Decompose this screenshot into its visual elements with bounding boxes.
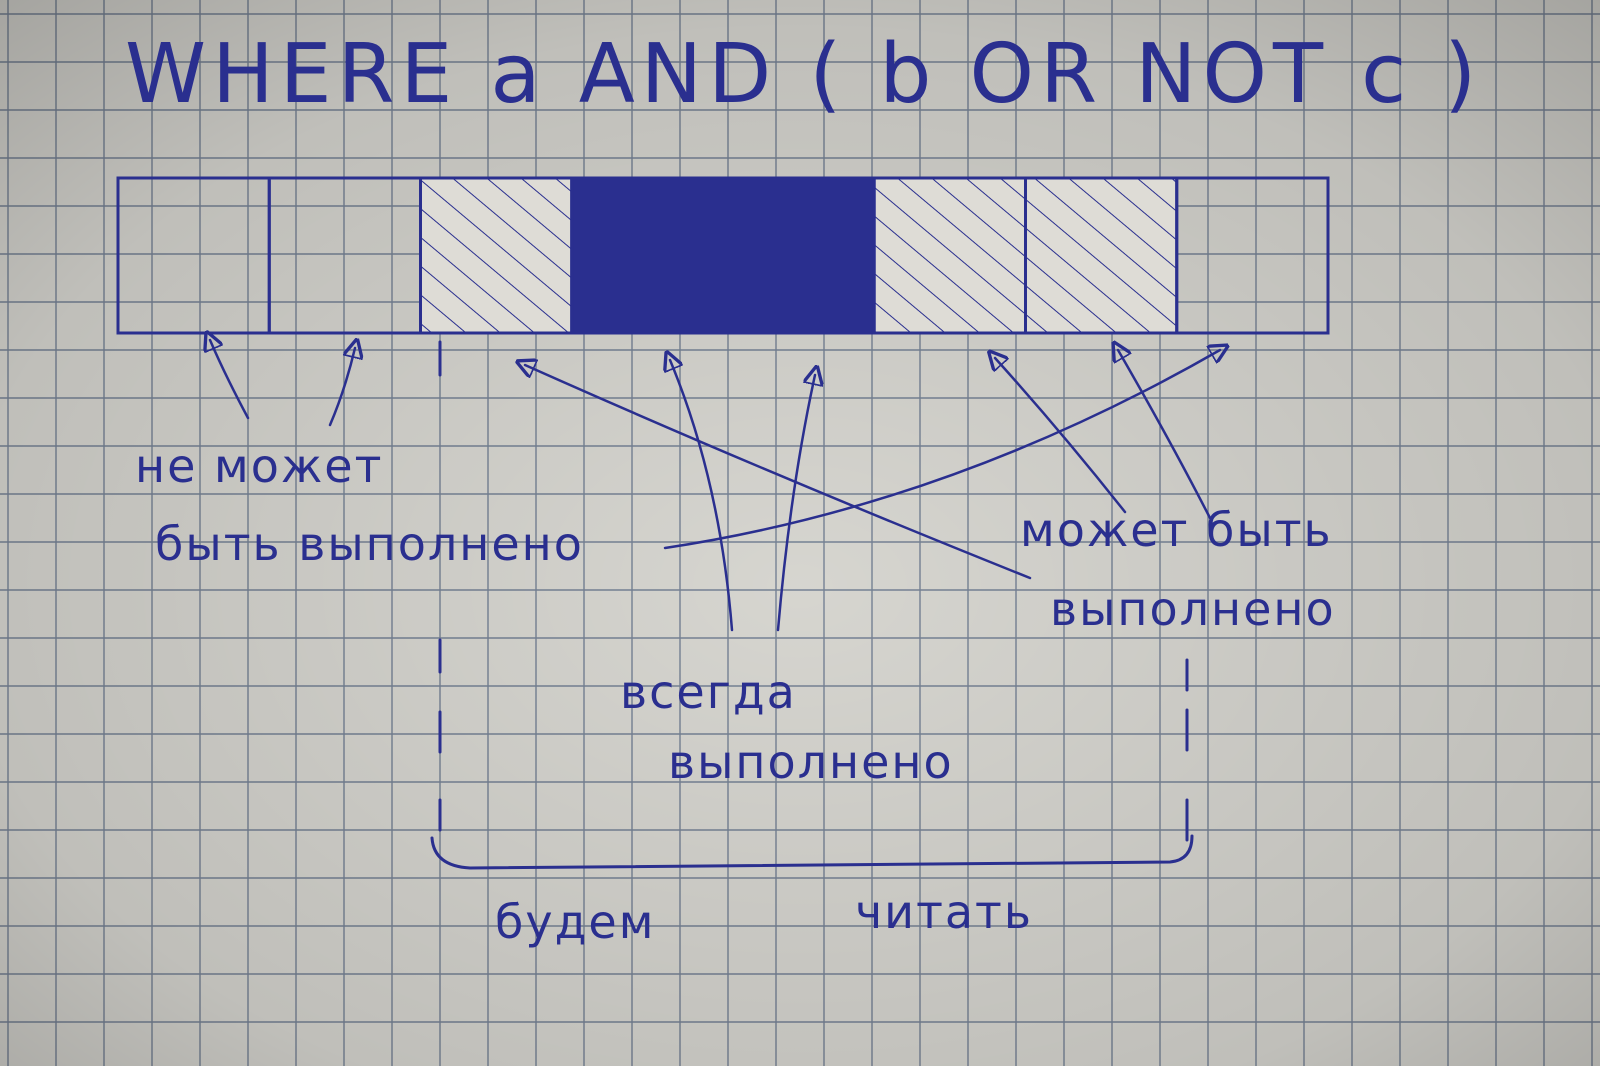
bar-cell-hatched	[1024, 176, 1179, 335]
label-always-line2: выполнено	[668, 735, 954, 789]
bar-cell-hatched	[872, 176, 1027, 335]
label-cannot-line2: быть выполнено	[155, 517, 584, 571]
label-read-line1: будем	[495, 895, 655, 949]
storage-bar	[116, 176, 1330, 335]
arrow-cannot-3	[663, 350, 1220, 550]
arrow-maybe-2	[995, 358, 1127, 514]
label-maybe-line1: может быть	[1020, 503, 1333, 557]
arrow-cannot-1	[210, 340, 250, 420]
bar-cell-hatched	[419, 176, 574, 335]
query-title: WHERE a AND ( b OR NOT c )	[125, 27, 1482, 122]
bar-cell-filled	[570, 176, 725, 335]
arrow-maybe-1	[525, 365, 1032, 580]
arrow-cannot-2	[328, 348, 355, 427]
arrow-always-2	[776, 375, 815, 632]
arrow-maybe-3	[1118, 350, 1212, 520]
label-cannot-line1: не может	[135, 439, 383, 493]
read-range-bracket	[430, 340, 1194, 870]
bar-cell-empty	[1175, 176, 1330, 335]
label-maybe-line2: выполнено	[1050, 582, 1336, 636]
arrow-always-1	[670, 360, 734, 632]
label-always-line1: всегда	[620, 665, 797, 719]
label-read-line2: читать	[855, 885, 1033, 939]
bar-cell-filled	[721, 176, 876, 335]
